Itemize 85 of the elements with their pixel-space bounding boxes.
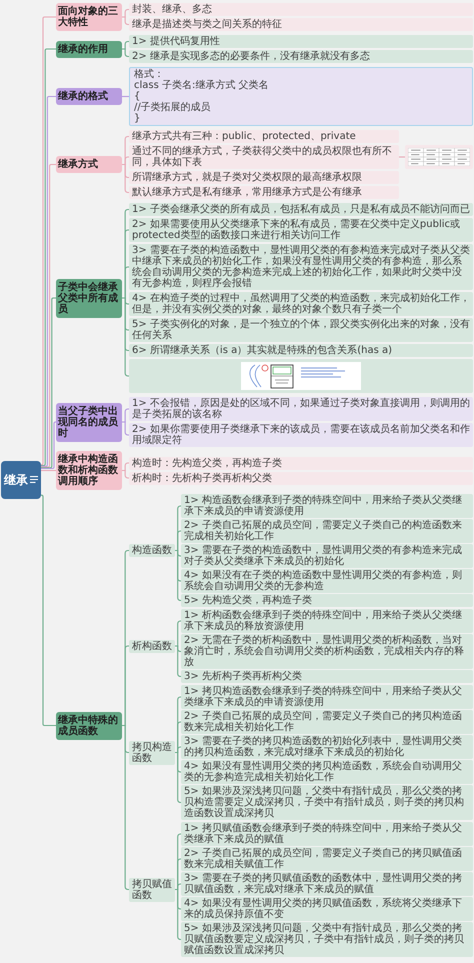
subtopic: 4> 如果没有在子类的构造函数中显性调用父类的有参构造，则系统会自动调用父类的无参构造 [181,569,473,593]
subtopic: 3> 需要在子类的拷贝构造函数的初始化列表中，显性调用父类的拷贝构造函数，来完成对继承下来成员的初始化 [181,735,473,759]
main-topic: 继承方式 [56,156,122,173]
subtopic: 1> 子类会继承父类的所有成员，包括私有成员，只是私有成员不能访问而已 [129,203,473,216]
main-topic: 继承的格式 [56,88,122,105]
subtopic: 构造时：先构造父类，再构造子类 [129,456,473,470]
subtopic: 封装、继承、多态 [129,3,473,16]
subtopic: 1> 提供代码复用性 [129,35,473,48]
note-line: } [134,113,142,124]
connector-line [122,48,130,58]
note-line: //子类拓展的成员 [134,102,212,113]
main-topic: 继承的作用 [56,40,122,58]
connector-line [175,620,182,647]
subtopic: 构造函数 [129,544,175,557]
subtopic: 5> 先构造父类，再构造子类 [181,594,473,607]
note-line: class 子类名:继承方式 父类名 [134,80,270,91]
subtopic: 2> 无需在子类的析构函数中，显性调用父类的析构函数，当对象消亡时，系统会自动调用父类的析构函数，完成相关内存的释放 [181,634,473,669]
connector-line [122,645,130,726]
connector-line [175,645,182,678]
connector-line [122,408,130,423]
connector-line [122,96,129,98]
subtopic: 6> 所谓继承关系（is a）其实就是特殊的包含关系(has a) [129,344,473,357]
connector-line [122,8,130,18]
subtopic: 5> 如果涉及深浅拷贝问题，父类中有指针成员，那么父类的拷贝构造需要定义成深拷贝，子类中有指针成员，则子类的拷贝构造函数设置成深拷贝 [181,785,473,820]
main-topic: 继承中构造函数和析构函数调用顺序 [56,451,122,490]
subtopic: 所谓继承方式，就是子类对父类权限的最高继承权限 [129,171,399,184]
main-topic: 面向对象的三大特性 [56,3,122,31]
note-line: 格式： [134,69,165,80]
connector-line [122,156,130,166]
subtopic: 2> 继承是实现多态的必要条件，没有继承就没有多态 [129,50,473,63]
connector-line [175,752,182,804]
image-card [129,359,473,393]
connector-line [399,156,405,158]
connector-line [41,164,56,468]
subtopic: 继承是描述类与类之间关系的特征 [129,18,473,31]
subtopic: 4> 在构造子类的过程中，虽然调用了父类的构造函数，来完成初始化工作，但是，并没有实例父类的对象，最终的对象个数只有子类一个 [129,292,473,316]
connector-line [175,883,182,890]
subtopic: 拷贝赋值函数 [129,878,175,902]
subtopic: 2> 子类自己拓展的成员空间，需要定义子类自己的构造函数来完成相关初始化工作 [181,519,473,543]
note-line: { [134,91,142,102]
subtopic: 1> 构造函数会继承到子类的特殊空间中，用来给子类从父类继承下来成员的申请资源使用 [181,494,473,518]
connector-line [175,550,182,602]
subtopic: 继承方式共有三种：public、protected、private [129,130,399,143]
subtopic: 5> 如果涉及深浅拷贝问题，父类中有指针成员，那么父类的拷贝赋值函数要定义成深拷贝，子类中有指针成员，则子类的拷贝赋值函数设置成深拷贝 [181,922,473,957]
subtopic: 2> 如果你需要使用子类继承下来的该成员，需要在该成员名前加父类名和作用域限定符 [129,423,473,447]
subtopic: 2> 如果需要使用从父类继承下来的私有成员，需要在父类中定义public或protected类型的函数接口来进行相关访问工作 [129,218,473,242]
subtopic: 析构函数 [129,640,175,652]
connector-line [41,297,56,468]
subtopic: 默认继承方式是私有继承，常用继承方式是公有继承 [129,186,399,199]
main-topic: 当父子类中出现同名的成员时 [56,402,122,442]
topic-title: 继承 [4,472,28,488]
connector-line [41,421,56,470]
subtopic: 1> 拷贝构造函数会继承到子类的特殊空间中，用来给子类从父类继承下来成员的申请资源使用 [181,685,473,709]
subtopic: 析构时：先析构子类再析构父类 [129,472,473,484]
main-topic: 子类中会继承父类中所有成员 [56,278,122,318]
connector-line [175,530,182,552]
subtopic: 4> 如果没有显性调用父类的拷贝赋值函数，系统将父类继承下来的成员保持原值不变 [181,897,473,921]
subtopic: 2> 子类自己拓展的成员空间，需要定义子类自己的拷贝构造函数来完成相关初始化工作 [181,710,473,734]
subtopic: 3> 先析构子类再析构父类 [181,670,473,683]
subtopic: 3> 需要在子类的拷贝赋值函数的函数体中，显性调用父类的拷贝赋值函数，来完成对继承下来成员的赋值 [181,872,473,896]
subtopic: 3> 需要在子类的构造函数中，显性调用父类的有参构造来完成对子类从父类中继承下来成员的初始化工作，如果没有显性调用父类的有参构造，那么系统会自动调用父类的无参构造来完成上述的初始化工作，如果此时父类中没有无参构造，则程序会报错 [129,244,473,290]
subtopic: 1> 析构函数会继承到子类的特殊空间中，用来给子类从父类继承下来成员的释放资源使用 [181,609,473,633]
subtopic: 2> 子类自己拓展的成员空间，需要定义子类自己的拷贝赋值函数来完成相关赋值工作 [181,847,473,871]
main-topic: 继承中特殊的成员函数 [56,712,122,740]
connector-line [175,888,182,940]
connector-line [122,164,130,194]
connector-line [122,40,130,50]
subtopic: 1> 不会报错，原因是处的区域不同，如果通过子类对象直接调用，则调用的是子类拓展的该名称 [129,397,473,421]
subtopic: 5> 子类实例化的对象，是一个独立的个体，跟父类实例化出来的对象，没有任何关系 [129,318,473,342]
connector-line [122,297,130,377]
subtopic: 4> 如果没有显性调用父类的拷贝构造函数，系统会自动调用父类的无参构造完成相关初始化工作 [181,760,473,784]
subtopic: 拷贝构造函数 [129,740,175,764]
connector-line [41,470,56,472]
connector-line [122,462,130,472]
connector-line [122,724,130,890]
connector-line [122,16,130,26]
subtopic: 1> 拷贝赋值函数会继承到子类的特殊空间中，用来给子类从父类继承下来成员的赋值 [181,822,473,846]
note-card [129,67,473,126]
connector-line [122,421,130,436]
connector-line [122,470,130,479]
subtopic: 通过不同的继承方式，子类获得父类中的成员权限也有所不同，具体如下表 [129,145,399,169]
connector-line [175,746,182,754]
root-topic [1,460,41,500]
subtopic: 3> 需要在子类的构造函数中，显性调用父类的有参构造来完成对子类从父类继承下来成员的初始化 [181,544,473,568]
connector-line [122,266,130,299]
